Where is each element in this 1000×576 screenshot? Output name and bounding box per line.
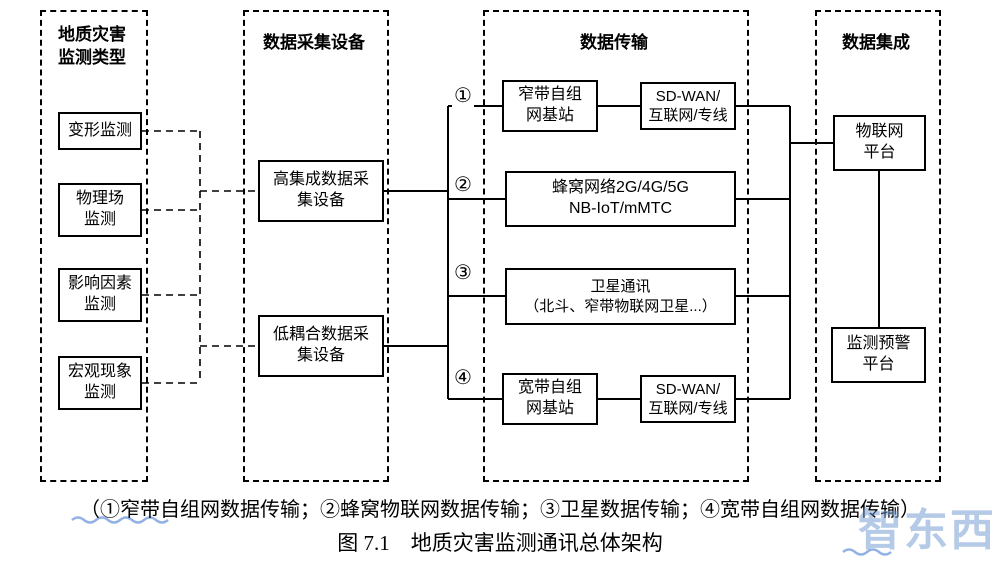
monitoring-box-macro-phenomena: 宏观现象 监测 — [58, 356, 142, 410]
monitoring-box-deformation: 变形监测 — [58, 112, 142, 150]
transmission-box-narrowband-adhoc: 窄带自组 网基站 — [502, 80, 598, 132]
transmission-box-sdwan-top: SD-WAN/ 互联网/专线 — [640, 82, 736, 130]
integration-column-title: 数据集成 — [842, 33, 910, 52]
figure-caption: 图 7.1 地质灾害监测通讯总体架构 — [337, 531, 663, 555]
integration-box-warning-platform: 监测预警 平台 — [831, 327, 926, 383]
circled-number-3: ③ — [452, 262, 474, 284]
transmission-box-broadband-adhoc: 宽带自组 网基站 — [502, 373, 598, 425]
transmission-box-cellular: 蜂窝网络2G/4G/5G NB-IoT/mMTC — [505, 171, 736, 227]
transmission-box-sdwan-bottom: SD-WAN/ 互联网/专线 — [640, 375, 736, 423]
collection-box-high-integration: 高集成数据采 集设备 — [258, 160, 384, 222]
transmission-column-title: 数据传输 — [580, 33, 648, 52]
watermark-logo: 智东西 — [858, 506, 996, 555]
collection-column-title: 数据采集设备 — [263, 33, 365, 52]
monitoring-column-title: 地质灾害 监测类型 — [58, 25, 126, 67]
integration-column-frame — [815, 10, 941, 482]
dashed-connectors — [142, 130, 258, 384]
scribble-marks — [71, 516, 892, 556]
circled-number-2: ② — [452, 174, 474, 196]
transmission-box-satellite: 卫星通讯 （北斗、窄带物联网卫星...） — [505, 268, 736, 325]
monitoring-box-influence-factor: 影响因素 监测 — [58, 268, 142, 322]
circled-number-1: ① — [452, 85, 474, 107]
collection-column-frame — [243, 10, 389, 482]
transmission-column-frame — [483, 10, 749, 482]
integration-box-iot-platform: 物联网 平台 — [833, 115, 926, 171]
legend-caption: （①窄带自组网数据传输；②蜂窝物联网数据传输；③卫星数据传输；④宽带自组网数据传… — [80, 499, 920, 521]
collection-box-low-coupling: 低耦合数据采 集设备 — [258, 315, 384, 377]
solid-connectors — [384, 105, 880, 400]
circled-number-4: ④ — [452, 367, 474, 389]
monitoring-box-physical-field: 物理场 监测 — [58, 183, 142, 237]
monitoring-column-frame — [40, 10, 148, 482]
